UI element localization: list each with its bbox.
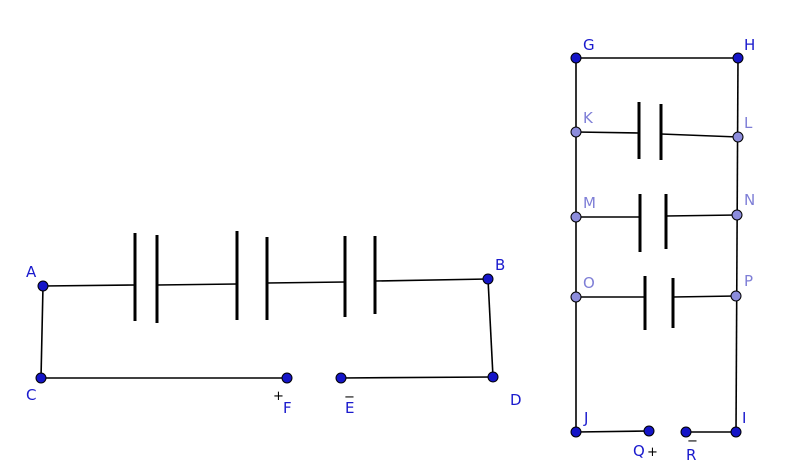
point-p[interactable] [730,290,742,302]
label-k: K [583,109,594,127]
label-m: M [583,194,596,212]
label-d: D [510,391,522,409]
point-m[interactable] [570,211,582,223]
capacitor-mn [638,194,668,252]
point-r[interactable] [680,426,692,438]
label-q: Q [633,442,645,460]
point-a[interactable] [37,280,49,292]
capacitor-1 [133,233,159,323]
label-g: G [583,36,595,54]
point-d[interactable] [487,371,499,383]
label-e: E [345,399,354,417]
sign-e: − [344,390,355,405]
series-circuit [40,231,494,379]
sign-r: − [687,434,698,449]
capacitor-2 [235,231,269,320]
capacitor-op [643,276,675,330]
points [35,52,744,438]
point-q[interactable] [643,425,655,437]
wire-cap-n [665,214,738,217]
point-i[interactable] [730,426,742,438]
point-f[interactable] [281,372,293,384]
label-j: J [583,409,588,427]
label-c: C [26,386,36,404]
wire-d-b [487,278,494,378]
parallel-circuit [575,57,739,433]
point-l[interactable] [732,131,744,143]
wire-e-d [340,376,494,379]
wire-cap1-cap2 [156,283,238,286]
wire-cap-p [672,295,737,298]
wire-cap-l [660,133,739,138]
wire-a-c [40,285,44,379]
label-n: N [744,191,755,209]
wire-cap3-b [374,278,489,282]
point-n[interactable] [731,209,743,221]
wire-h-i [735,57,739,433]
label-r: R [686,446,696,464]
point-h[interactable] [732,52,744,64]
sign-f: + [273,389,284,404]
label-a: A [26,263,37,281]
point-g[interactable] [570,52,582,64]
sign-q: + [647,445,658,460]
label-f: F [283,399,292,417]
point-e[interactable] [335,372,347,384]
wire-cap2-cap3 [266,281,346,284]
point-j[interactable] [570,426,582,438]
point-b[interactable] [482,273,494,285]
label-b: B [495,256,505,274]
wire-a-cap1 [42,284,136,287]
point-k[interactable] [570,126,582,138]
label-h: H [744,36,755,54]
label-l: L [744,114,753,132]
capacitor-3 [343,236,377,317]
point-o[interactable] [570,291,582,303]
wire-k-cap [575,131,640,134]
label-p: P [744,272,753,290]
wire-j-q [575,430,650,433]
polarity-signs: + − + − [273,389,698,460]
label-i: I [742,409,746,427]
capacitor-kl [637,102,663,160]
label-o: O [583,274,595,292]
point-c[interactable] [35,372,47,384]
point-labels: A B C D F E G H K L M N O P J I Q R [26,36,755,464]
